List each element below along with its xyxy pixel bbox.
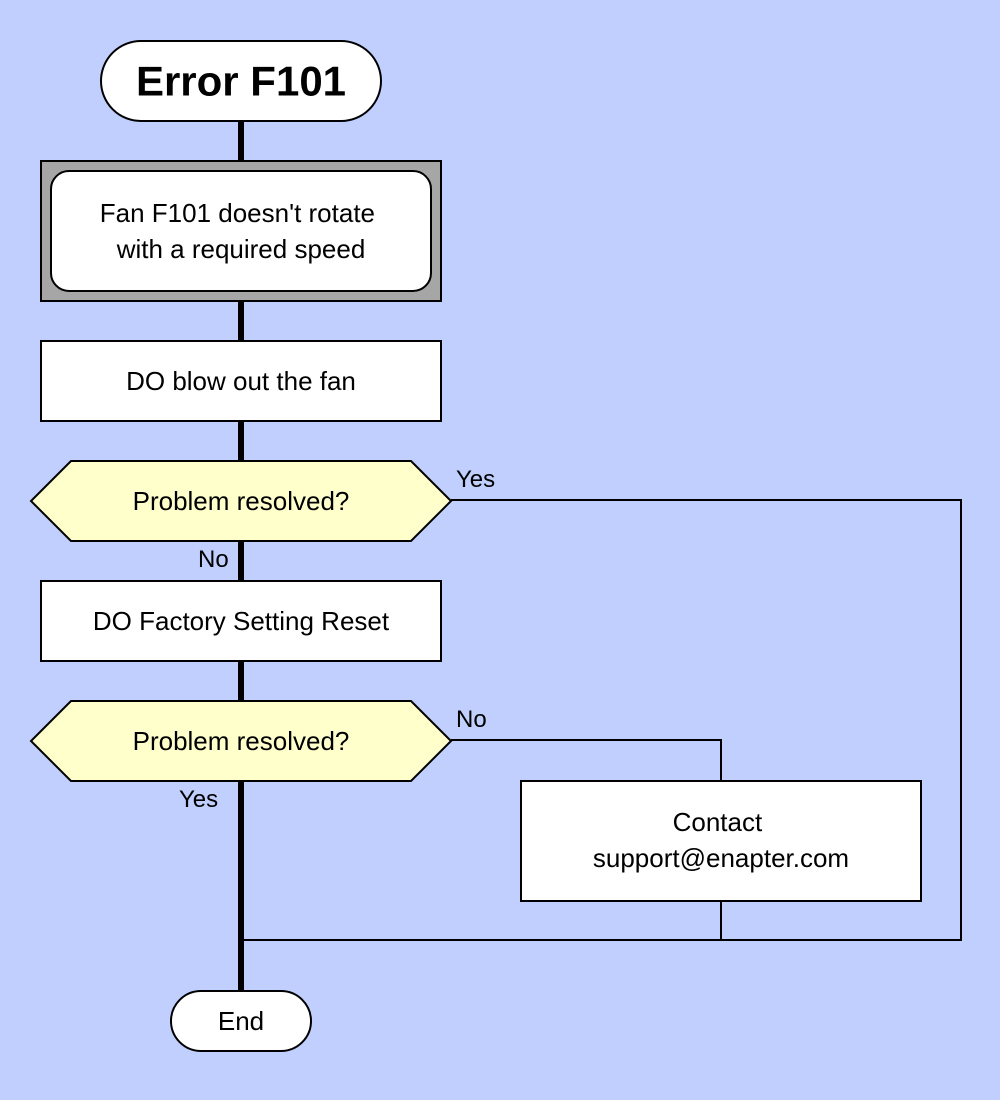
process-factory-reset-label: DO Factory Setting Reset [93,606,390,636]
contact-line-1: Contact [673,807,763,837]
process-blow-out-fan: DO blow out the fan [40,340,442,422]
connector-decision-2-no [451,739,722,780]
decision-2-yes-label: Yes [179,786,218,813]
process-factory-reset: DO Factory Setting Reset [40,580,442,662]
end-terminal-label: End [218,1006,264,1036]
decision-1-no-label: No [198,546,229,573]
decision-2-no-label: No [456,706,487,733]
cause-text: Fan F101 doesn't rotate with a required … [100,198,382,264]
process-blow-out-fan-label: DO blow out the fan [126,366,356,396]
end-terminal: End [170,990,312,1052]
decision-2-label: Problem resolved? [133,726,350,756]
decision-1-label: Problem resolved? [133,486,350,516]
decision-2: Problem resolved? [29,700,453,782]
contact-email: support@enapter.com [593,843,849,873]
decision-1-yes-label: Yes [456,466,495,493]
decision-1: Problem resolved? [29,460,453,542]
cause-line-2: with a required speed [116,234,366,264]
start-terminal: Error F101 [100,40,382,122]
start-terminal-label: Error F101 [136,58,346,105]
contact-support-box: Contact support@enapter.com [520,780,922,902]
cause-block: Fan F101 doesn't rotate with a required … [40,160,442,302]
branch-connectors [241,499,962,941]
cause-line-1: Fan F101 doesn't rotate [100,198,375,228]
connector-decision-1-yes [241,499,962,941]
contact-support-text: Contact support@enapter.com [593,807,849,873]
cause-box [50,170,432,292]
